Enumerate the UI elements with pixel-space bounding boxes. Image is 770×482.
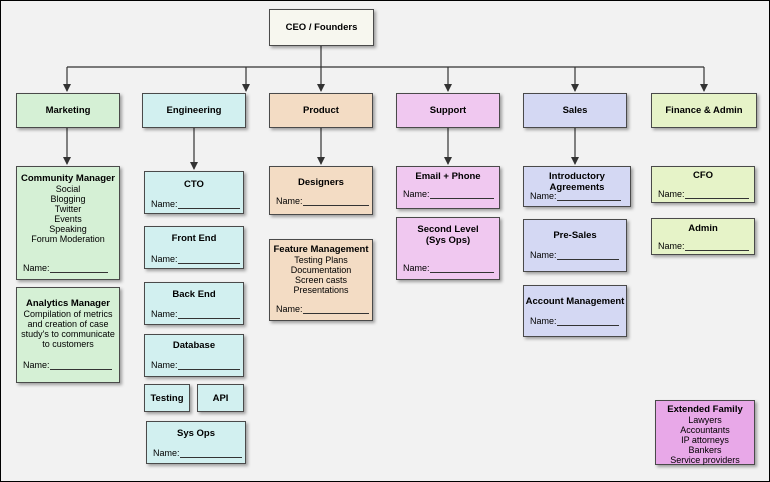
name-field: Name:: [276, 304, 369, 314]
dept-sales: Sales: [523, 93, 627, 128]
role-line: and creation of case: [27, 319, 109, 329]
role-front-end: Front End Name:: [144, 226, 244, 269]
role-title: Back End: [172, 289, 216, 300]
name-field: Name:: [403, 189, 494, 199]
role-cto: CTO Name:: [144, 171, 244, 214]
role-title: Email + Phone: [415, 171, 481, 182]
role-line: Service providers: [670, 455, 740, 465]
role-title: Extended Family: [667, 404, 743, 415]
role-account-management: Account Management Name:: [523, 285, 627, 337]
name-field: Name:: [658, 241, 749, 251]
node-extended-family: Extended Family Lawyers Accountants IP a…: [655, 400, 755, 465]
role-title: Second Level: [417, 224, 479, 235]
role-title: Database: [172, 340, 216, 351]
role-testing: Testing: [144, 384, 190, 412]
role-title: Account Management: [525, 296, 625, 307]
role-title: Feature Management: [273, 244, 369, 255]
name-field: Name:: [153, 448, 242, 458]
role-cfo: CFO Name:: [651, 166, 755, 203]
role-line: Events: [54, 214, 82, 224]
role-title: CFO: [692, 170, 714, 181]
role-title: Introductory Agreements: [549, 171, 605, 193]
role-line: Screen casts: [294, 275, 348, 285]
role-line: Forum Moderation: [31, 234, 105, 244]
role-line: Bankers: [688, 445, 722, 455]
name-field: Name:: [403, 263, 494, 273]
role-line: Speaking: [49, 224, 87, 234]
name-field: Name:: [151, 199, 240, 209]
dept-engineering: Engineering: [142, 93, 246, 128]
dept-marketing: Marketing: [16, 93, 120, 128]
name-field: Name:: [151, 309, 240, 319]
role-title: CTO: [184, 179, 204, 190]
role-line: study's to communicate: [21, 329, 115, 339]
name-field: Name:: [276, 196, 369, 206]
name-field: Name:: [151, 254, 240, 264]
role-line: to customers: [42, 339, 94, 349]
role-line: Lawyers: [688, 415, 722, 425]
role-pre-sales: Pre-Sales Name:: [523, 219, 627, 272]
node-ceo-founders: CEO / Founders: [269, 9, 374, 46]
role-analytics-manager: Analytics Manager Compilation of metrics…: [16, 287, 120, 383]
role-subtitle: (Sys Ops): [425, 235, 471, 246]
role-admin: Admin Name:: [651, 218, 755, 255]
role-line: Blogging: [50, 194, 86, 204]
dept-support: Support: [396, 93, 500, 128]
name-field: Name:: [530, 316, 619, 326]
role-community-manager: Community Manager Social Blogging Twitte…: [16, 166, 120, 280]
name-field: Name:: [530, 250, 619, 260]
role-email-phone: Email + Phone Name:: [396, 166, 500, 209]
role-second-level: Second Level (Sys Ops) Name:: [396, 217, 500, 280]
role-title: Pre-Sales: [553, 230, 597, 241]
dept-finance-admin: Finance & Admin: [651, 93, 757, 128]
role-database: Database Name:: [144, 334, 244, 377]
name-field: Name:: [23, 360, 112, 370]
role-feature-management: Feature Management Testing Plans Documen…: [269, 239, 373, 321]
name-field: Name:: [151, 360, 240, 370]
role-line: Twitter: [54, 204, 82, 214]
role-line: Presentations: [293, 285, 349, 295]
role-line: Documentation: [290, 265, 352, 275]
role-line: Accountants: [680, 425, 730, 435]
role-title: Community Manager: [21, 173, 115, 184]
name-field: Name:: [658, 189, 749, 199]
role-designers: Designers Name:: [269, 166, 373, 215]
name-field: Name:: [23, 263, 108, 273]
role-title: Designers: [298, 177, 344, 188]
role-line: IP attorneys: [681, 435, 729, 445]
role-line: Social: [55, 184, 81, 194]
role-sys-ops: Sys Ops Name:: [146, 421, 246, 464]
name-field: Name:: [530, 191, 621, 201]
dept-product: Product: [269, 93, 373, 128]
role-title: Sys Ops: [176, 428, 216, 439]
role-back-end: Back End Name:: [144, 282, 244, 325]
role-title: Front End: [171, 233, 217, 244]
role-title: Analytics Manager: [26, 298, 110, 309]
role-introductory-agreements: Introductory Agreements Name:: [523, 166, 631, 207]
role-line: Testing Plans: [294, 255, 348, 265]
role-api: API: [197, 384, 244, 412]
role-title: Admin: [688, 223, 718, 234]
role-line: Compilation of metrics: [23, 309, 113, 319]
